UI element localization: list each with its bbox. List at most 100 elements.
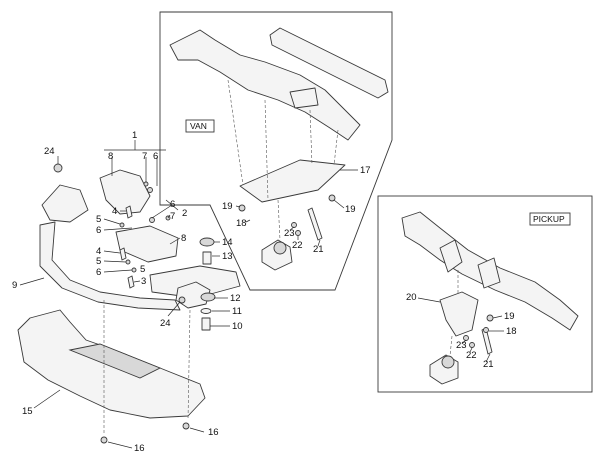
leader-21b: [485, 353, 491, 363]
callout-20: 20: [406, 292, 417, 303]
van-crossmember-bracket: [289, 87, 319, 109]
pickup-label: PICKUP: [533, 214, 565, 224]
callout-6c: 6: [170, 199, 175, 210]
callout-21a: 21: [313, 244, 324, 255]
left-frame-bracket: [41, 184, 89, 223]
callout-5c: 5: [140, 264, 145, 275]
nut-5b: [125, 259, 131, 265]
left-bracket-nut: [53, 163, 63, 173]
callout-10: 10: [232, 321, 243, 332]
van-washer-23: [291, 222, 297, 228]
callout-3: 3: [141, 276, 146, 287]
callout-11: 11: [232, 306, 242, 317]
van-dash-1: [227, 79, 244, 186]
van-mount-bushing: [273, 241, 287, 255]
bushing-14: [199, 237, 215, 247]
callout-14: 14: [222, 237, 233, 248]
callout-16a: 16: [134, 443, 145, 454]
leader-8b: [169, 237, 181, 245]
leader-16b: [189, 427, 205, 433]
bushing-12: [200, 292, 216, 302]
van-nut-19a: [238, 204, 246, 212]
leader-7b: [167, 214, 171, 219]
leader-18a: [245, 219, 251, 223]
van-inset-frame: [159, 11, 393, 291]
pickup-inset-frame: [377, 195, 593, 393]
van-washer-22: [295, 230, 301, 236]
leader-6c: [151, 204, 173, 219]
pickup-nut-19: [486, 314, 494, 322]
van-dash-4: [333, 129, 339, 166]
leader-9: [19, 277, 45, 286]
van-dash-2: [264, 99, 269, 201]
leader-23b: [461, 339, 467, 345]
van-dash-5: [277, 199, 281, 241]
nut-5c: [131, 267, 137, 273]
screw-3: [127, 275, 135, 289]
nut-6b: [149, 217, 155, 223]
screw-4a: [125, 205, 133, 219]
callout-4a: 4: [112, 206, 117, 217]
washer-11: [200, 308, 212, 314]
spacer-13: [202, 251, 212, 265]
callout-7a: 7: [142, 151, 147, 162]
leader-5b: [103, 260, 127, 263]
callout-24a: 24: [44, 146, 55, 157]
pickup-bracket-left: [439, 239, 463, 273]
callout-8a: 8: [108, 151, 113, 162]
callout-21b: 21: [483, 359, 494, 370]
leader-6d: [103, 269, 133, 273]
pickup-inset: PICKUP: [377, 195, 593, 393]
callout-6d: 6: [96, 267, 101, 278]
van-dash-3: [309, 109, 313, 166]
callout-4b: 4: [96, 246, 101, 257]
callout-12: 12: [230, 293, 241, 304]
leader-16a: [107, 441, 133, 449]
callout-5a: 5: [96, 214, 101, 225]
tubular-crossmember: [39, 221, 181, 311]
callout-18b: 18: [506, 326, 517, 337]
main-assembly: [17, 140, 241, 444]
callout-numbers: 1 2 3 4 4 5 5 5 6 6 6 6 7 7 8 8 9 10 11 …: [12, 130, 517, 454]
callout-19c: 19: [504, 311, 515, 322]
leader-5a: [103, 218, 121, 225]
screw-4b: [119, 247, 127, 261]
van-rail: [269, 27, 389, 99]
pickup-nut-18: [483, 327, 489, 333]
callout-6b: 6: [96, 225, 101, 236]
leader-6b: [103, 227, 133, 231]
skid-dash-2: [187, 309, 191, 421]
callout-13: 13: [222, 251, 233, 262]
leader-23a: [289, 226, 295, 231]
callout-19b: 19: [345, 204, 356, 215]
pickup-bracket-right: [477, 257, 501, 289]
nut-16b: [182, 422, 190, 430]
van-label-box: [185, 119, 215, 133]
callout-9: 9: [12, 280, 17, 291]
van-nut-19b: [328, 194, 336, 202]
callout-22a: 22: [292, 240, 303, 251]
callout-23a: 23: [284, 228, 295, 239]
van-label: VAN: [190, 121, 207, 131]
leader-22b: [469, 347, 473, 353]
van-inset: VAN: [159, 11, 393, 291]
leader-19c: [492, 315, 503, 319]
pickup-washer-23: [463, 335, 469, 341]
callout-18a: 18: [236, 218, 247, 229]
leader-3: [133, 280, 141, 283]
callout-8b: 8: [181, 233, 186, 244]
callout-23b: 23: [456, 340, 467, 351]
skid-plate-recess: [68, 343, 162, 379]
nut-24: [178, 296, 186, 304]
van-crossmember: [169, 29, 361, 141]
callout-17: 17: [360, 165, 371, 176]
pickup-dash-2: [449, 335, 453, 357]
pickup-label-box: [529, 212, 571, 226]
washer-7a: [143, 181, 149, 187]
callout-24b: 24: [160, 318, 171, 329]
bolt-10: [201, 317, 211, 331]
pickup-mount-bracket: [439, 291, 479, 337]
leader-24b: [167, 301, 181, 317]
van-bolt-21: [307, 207, 323, 241]
